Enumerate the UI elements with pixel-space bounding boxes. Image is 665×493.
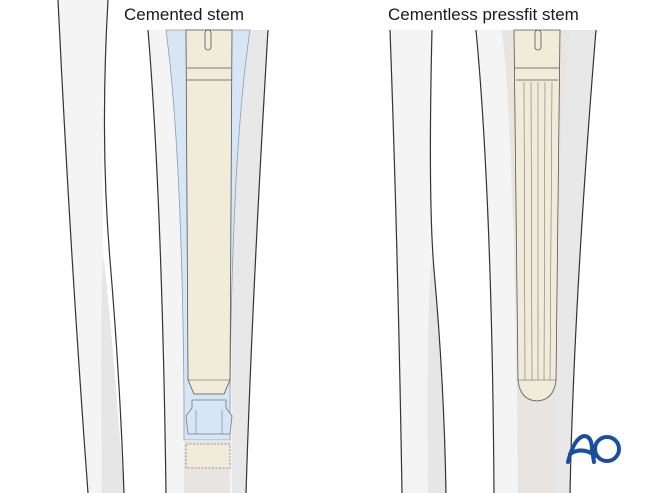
fluted-stem <box>513 29 561 402</box>
cemented-femur <box>147 29 269 493</box>
cementless-stem-title: Cementless pressfit stem <box>388 5 579 24</box>
cement-restrictor <box>185 443 231 469</box>
ao-logo <box>566 433 621 464</box>
cemented-stem <box>185 29 233 395</box>
cementless-femur <box>475 29 597 493</box>
centralizer <box>185 399 233 435</box>
cemented-stem-title: Cemented stem <box>124 5 244 24</box>
left-bone-strip <box>57 0 125 493</box>
right-bone-strip <box>389 29 447 493</box>
